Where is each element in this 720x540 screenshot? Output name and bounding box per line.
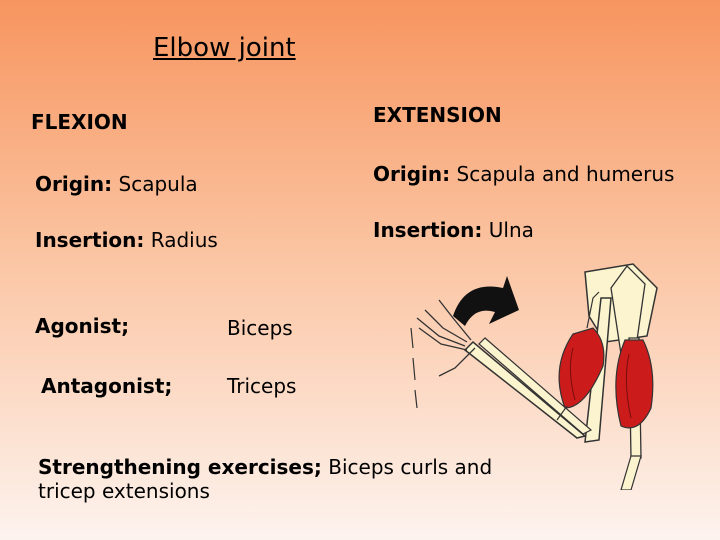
extension-insertion: Insertion: Ulna <box>373 218 534 242</box>
flexion-insertion: Insertion: Radius <box>35 228 218 252</box>
exercises-value: Biceps curls and tricep extensions <box>38 455 493 503</box>
triceps-muscle <box>615 339 654 429</box>
arm-muscles-illustration <box>410 263 658 490</box>
extension-insertion-label: Insertion: <box>373 218 483 242</box>
flexion-origin-value: Scapula <box>112 172 198 196</box>
agonist-value: Biceps <box>227 316 293 340</box>
extended-arm <box>610 265 654 490</box>
extension-origin-label: Origin: <box>373 162 451 186</box>
flexion-origin-label: Origin: <box>35 172 113 196</box>
extension-heading: EXTENSION <box>373 103 502 127</box>
flexion-origin: Origin: Scapula <box>35 172 198 196</box>
antagonist-value: Triceps <box>227 374 297 398</box>
antagonist-label: Antagonist; <box>41 374 173 398</box>
biceps-muscle <box>558 327 605 409</box>
strengthening-exercises: Strengthening exercises; Biceps curls an… <box>38 455 538 503</box>
flexion-insertion-label: Insertion: <box>35 228 145 252</box>
exercises-label: Strengthening exercises; <box>38 455 322 479</box>
flexion-heading: FLEXION <box>31 110 128 134</box>
agonist-label: Agonist; <box>35 314 130 338</box>
extension-origin-value: Scapula and humerus <box>450 162 675 186</box>
extension-origin: Origin: Scapula and humerus <box>373 162 674 186</box>
slide-title: Elbow joint <box>153 33 296 63</box>
flexion-insertion-value: Radius <box>144 228 218 252</box>
extension-insertion-value: Ulna <box>482 218 534 242</box>
curved-arrow-icon <box>453 276 519 326</box>
